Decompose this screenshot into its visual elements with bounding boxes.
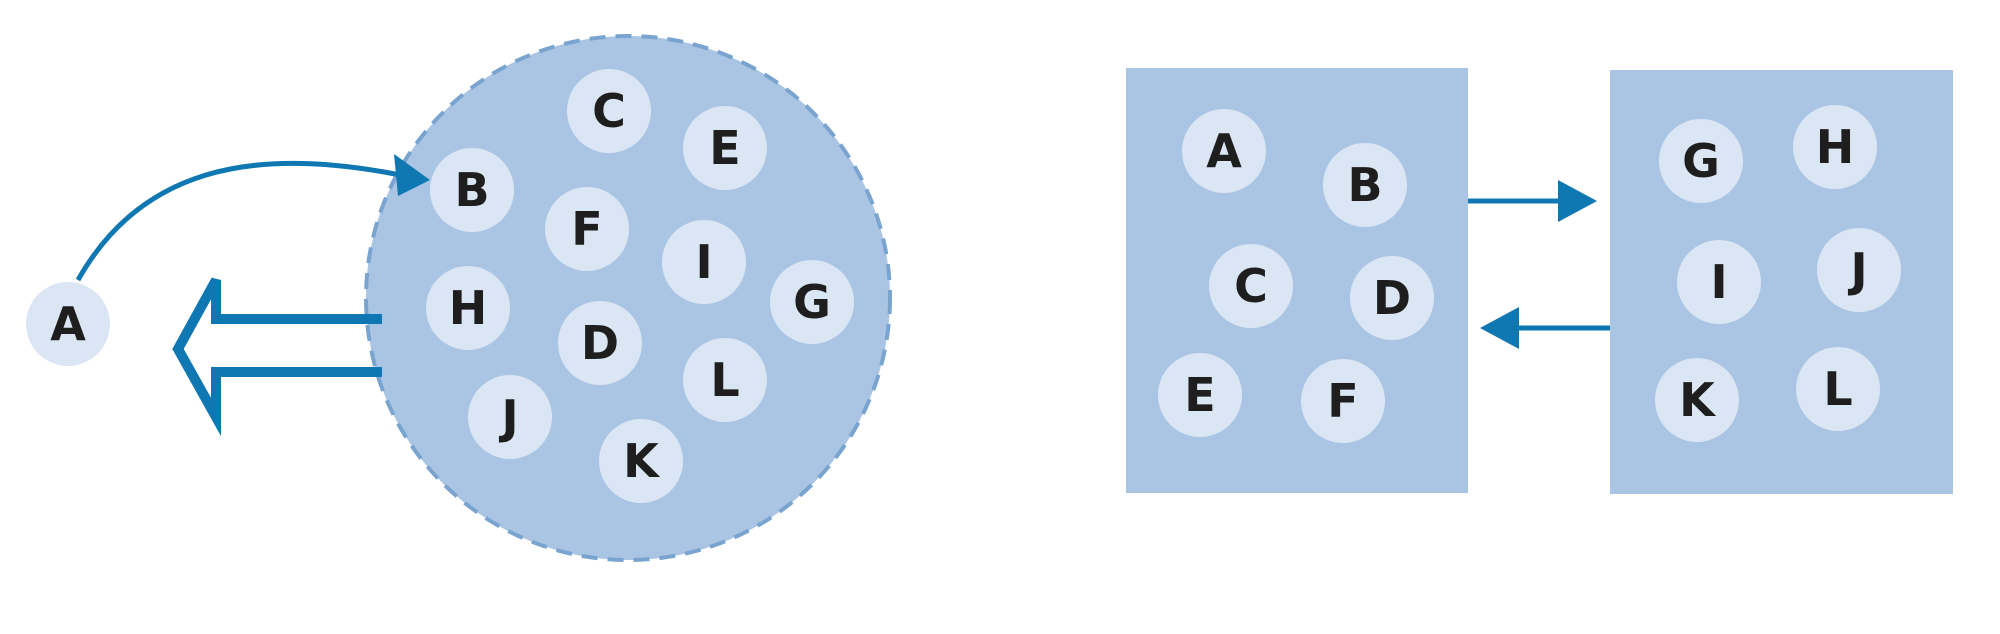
node-label: B — [1347, 158, 1382, 212]
cluster-node: E — [683, 106, 767, 190]
group-1-node: D — [1350, 256, 1434, 340]
node-label: D — [1373, 271, 1411, 325]
cluster-node: B — [430, 148, 514, 232]
node-label: K — [623, 434, 661, 488]
node-label: B — [454, 163, 489, 217]
node-label: J — [498, 390, 518, 444]
group-2-node: I — [1677, 240, 1761, 324]
curved-arrow — [75, 154, 430, 282]
node-label: C — [1234, 259, 1268, 313]
group-2-node: H — [1793, 105, 1877, 189]
right-arrow — [1468, 180, 1597, 222]
group-1-node: C — [1209, 244, 1293, 328]
node-a-outside: A — [26, 282, 110, 366]
cluster-node: H — [426, 266, 510, 350]
node-label: K — [1679, 373, 1717, 427]
group-2-node: K — [1655, 358, 1739, 442]
node-label: G — [793, 275, 831, 329]
node-label: L — [710, 353, 739, 407]
node-label: A — [50, 297, 86, 351]
group-2-node: L — [1796, 347, 1880, 431]
cluster-node: C — [567, 69, 651, 153]
node-label: H — [449, 281, 488, 335]
group-1-node: A — [1182, 109, 1266, 193]
cluster-node: G — [770, 260, 854, 344]
cluster-node: L — [683, 338, 767, 422]
node-label: L — [1823, 362, 1852, 416]
group-1-node: B — [1323, 143, 1407, 227]
node-label: G — [1682, 134, 1720, 188]
group-2-node: G — [1659, 119, 1743, 203]
node-label: C — [592, 84, 626, 138]
hollow-left-arrow — [172, 277, 382, 437]
cluster-node: F — [545, 187, 629, 271]
group-2-box — [1610, 70, 1953, 494]
cluster-node: D — [558, 301, 642, 385]
node-label: H — [1816, 120, 1855, 174]
node-label: E — [709, 121, 740, 175]
node-label: E — [1184, 368, 1215, 422]
left-arrow — [1480, 307, 1610, 349]
node-label: A — [1206, 124, 1242, 178]
cluster-node: K — [599, 419, 683, 503]
group-2-node: J — [1817, 228, 1901, 312]
node-label: F — [571, 202, 602, 256]
node-label: F — [1327, 374, 1358, 428]
group-1-node: F — [1301, 359, 1385, 443]
node-label: J — [1847, 243, 1867, 297]
left-panel: A C E B F I G H — [26, 34, 892, 562]
cluster-node: J — [468, 375, 552, 459]
cluster-node: I — [662, 220, 746, 304]
node-label: I — [695, 235, 712, 289]
group-1-node: E — [1158, 353, 1242, 437]
right-panel: A B C D E F G H — [1126, 68, 1953, 494]
node-label: I — [1710, 255, 1727, 309]
node-label: D — [581, 316, 619, 370]
